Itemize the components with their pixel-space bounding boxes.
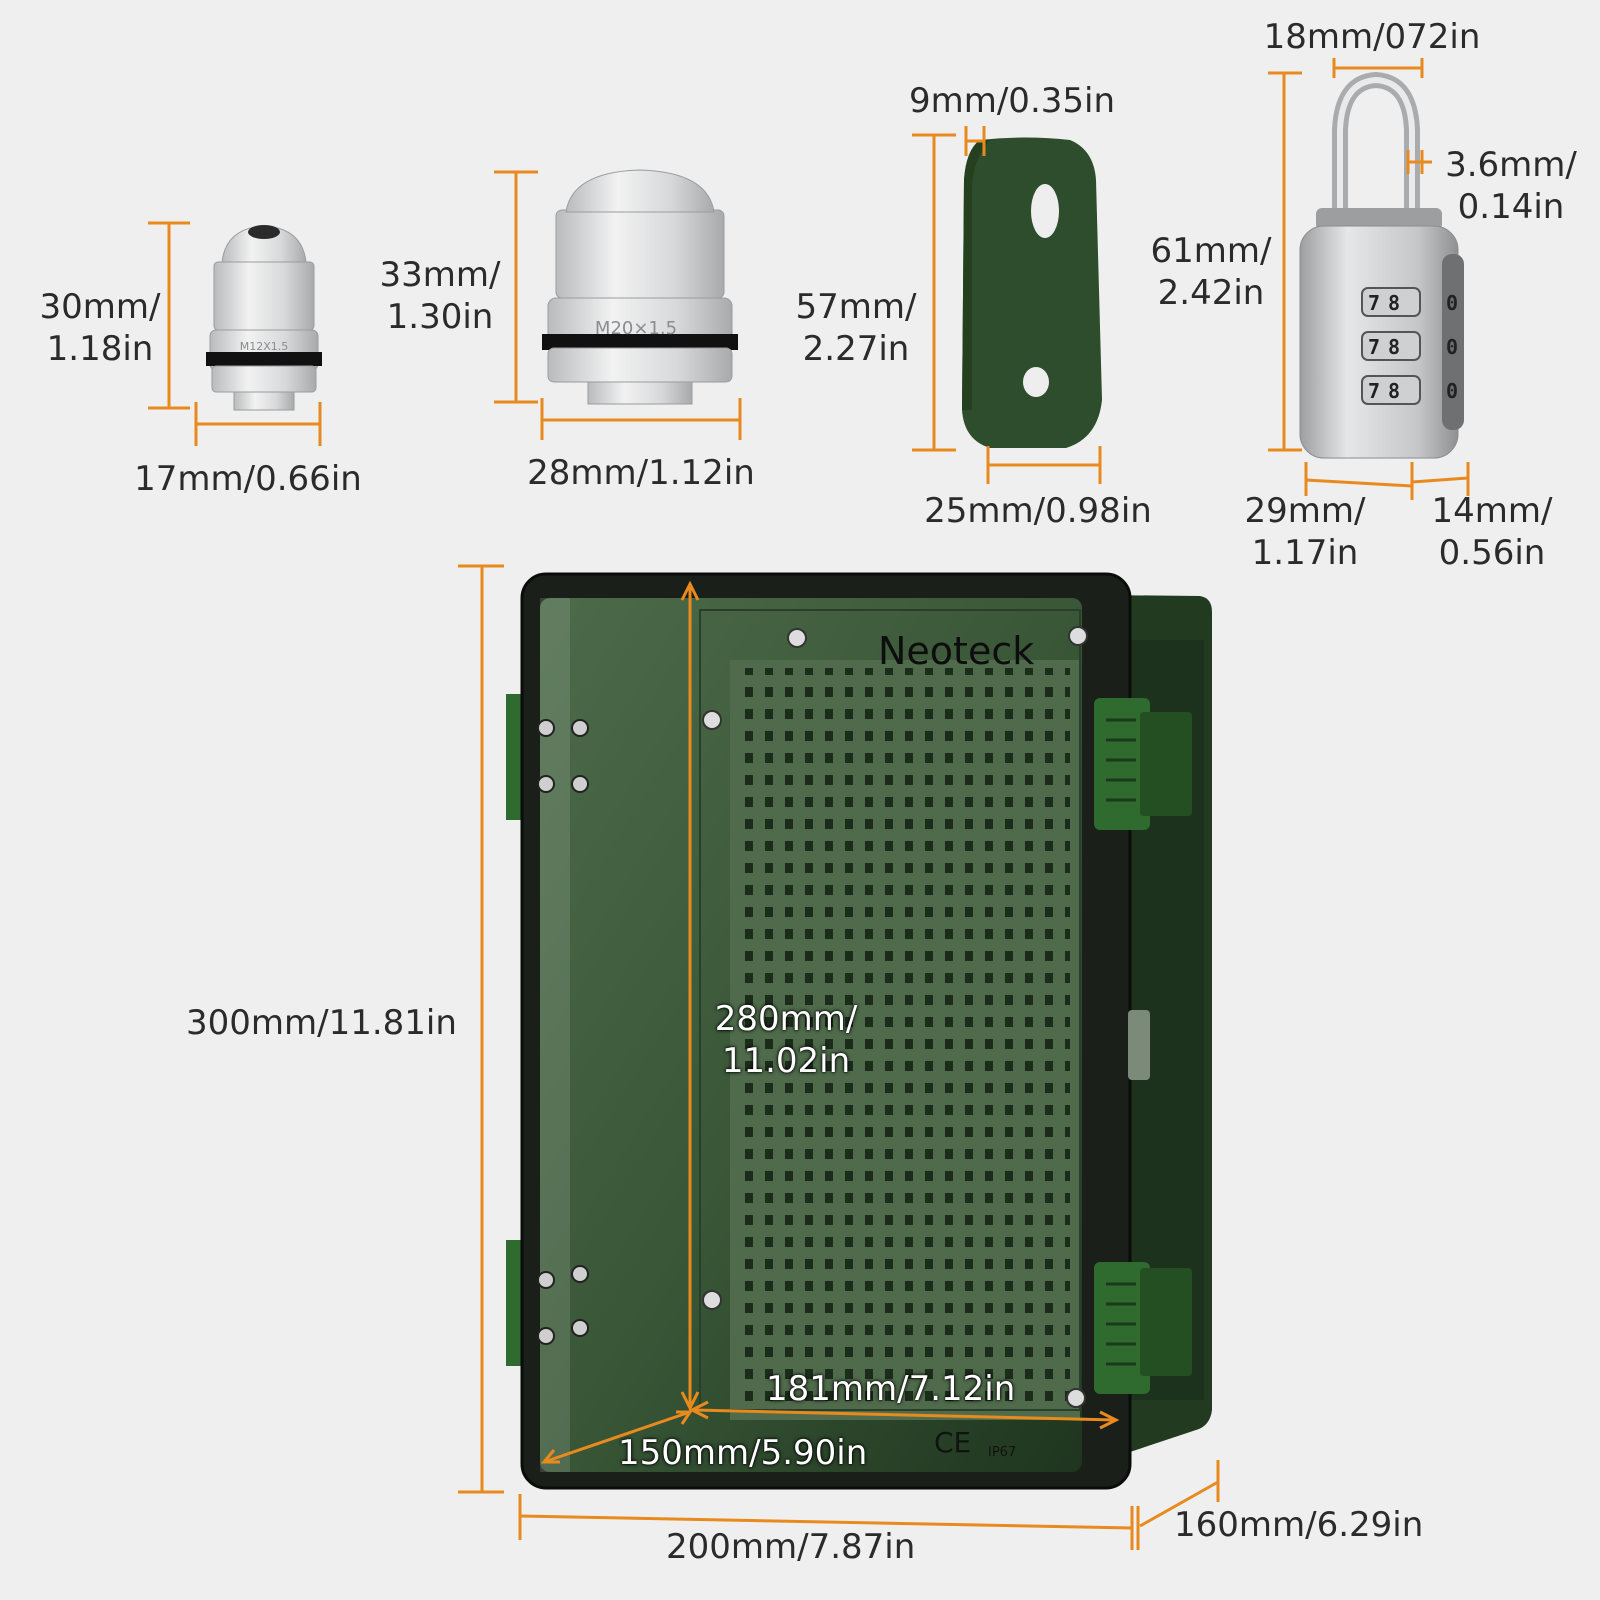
padlock-shackle-width-dimension [1332, 58, 1424, 78]
gland-large-height-label: 33mm/ 1.30in [379, 255, 501, 337]
gland-small-width-dimension [194, 402, 322, 446]
dial-2-side-digit: 0 [1446, 335, 1458, 359]
enclosure-inner-depth-label: 150mm/5.90in [618, 1433, 868, 1473]
padlock-body-depth-label: 14mm/ 0.56in [1431, 491, 1553, 573]
bracket-width-label: 25mm/0.98in [924, 491, 1152, 531]
bracket-thickness-dimension [964, 126, 986, 156]
bracket-height-dimension [912, 133, 956, 452]
brand-logo: Neoteck [878, 629, 1034, 673]
dial-1-side-digit: 0 [1446, 291, 1458, 315]
enclosure-outer-depth-label: 160mm/6.29in [1174, 1505, 1424, 1545]
padlock-shackle-diameter-label: 3.6mm/ 0.14in [1445, 145, 1577, 227]
mounting-bracket [962, 137, 1102, 448]
enclosure-outer-depth-dimension [1136, 1460, 1220, 1550]
screw-icon [702, 1290, 722, 1310]
dial-1-digit-a: 7 [1368, 291, 1380, 315]
dial-2-digit-b: 8 [1388, 335, 1400, 359]
lock-tab [1128, 1010, 1150, 1080]
enclosure-inner-depth-dimension [540, 1410, 693, 1464]
gland-small-marking: M12X1.5 [240, 340, 289, 353]
cable-gland-small: M12X1.5 [206, 225, 322, 411]
enclosure-outer-height-dimension [458, 564, 504, 1494]
gland-large-height-dimension [494, 170, 538, 404]
combination-padlock: 7 8 7 8 7 8 0 0 0 [1299, 71, 1464, 459]
padlock-height-dimension [1268, 71, 1302, 452]
padlock-body-depth-dimension [1410, 462, 1470, 500]
ce-mark: CE [934, 1426, 971, 1459]
gland-large-marking: M20×1.5 [595, 318, 677, 339]
cable-gland-large: M20×1.5 [542, 169, 738, 405]
bracket-width-dimension [986, 446, 1102, 484]
dial-3-side-digit: 0 [1446, 379, 1458, 403]
latch-bottom [1094, 1262, 1192, 1394]
ip-rating: IP67 [988, 1445, 1016, 1460]
enclosure-outer-width-dimension [518, 1494, 1134, 1550]
padlock-shackle-width-label: 18mm/072in [1263, 17, 1481, 57]
gland-small-height-dimension [148, 221, 190, 410]
dial-2-digit-a: 7 [1368, 335, 1380, 359]
enclosure-outer-height-label: 300mm/11.81in [186, 1003, 457, 1043]
gland-small-width-label: 17mm/0.66in [134, 459, 362, 499]
enclosure-outer-width-label: 200mm/7.87in [666, 1527, 916, 1567]
enclosure-inner-height-label: 280mm/ 11.02in [714, 999, 858, 1081]
bracket-thickness-label: 9mm/0.35in [908, 81, 1116, 121]
dial-3-digit-b: 8 [1388, 379, 1400, 403]
dial-1-digit-b: 8 [1388, 291, 1400, 315]
padlock-body-width-label: 29mm/ 1.17in [1244, 491, 1366, 573]
screw-icon [702, 710, 722, 730]
enclosure-box: Neoteck CE IP67 [506, 572, 1212, 1490]
bracket-height-label: 57mm/ 2.27in [795, 287, 917, 369]
dial-3-digit-a: 7 [1368, 379, 1380, 403]
screw-icon [787, 628, 807, 648]
gland-large-width-dimension [540, 398, 742, 440]
enclosure-inner-width-label: 181mm/7.12in [766, 1369, 1016, 1409]
screw-icon [1068, 626, 1088, 646]
gland-large-width-label: 28mm/1.12in [527, 453, 755, 493]
padlock-dials: 7 8 7 8 7 8 0 0 0 [1361, 287, 1458, 405]
padlock-height-label: 61mm/ 2.42in [1150, 231, 1272, 313]
screw-icon [1066, 1388, 1086, 1408]
latch-top [1094, 698, 1192, 830]
gland-small-height-label: 30mm/ 1.18in [39, 287, 161, 369]
enclosure-inner-height-dimension [680, 580, 700, 1412]
padlock-shackle-diameter-dimension [1406, 150, 1432, 174]
enclosure-inner-width-dimension [688, 1400, 1120, 1430]
